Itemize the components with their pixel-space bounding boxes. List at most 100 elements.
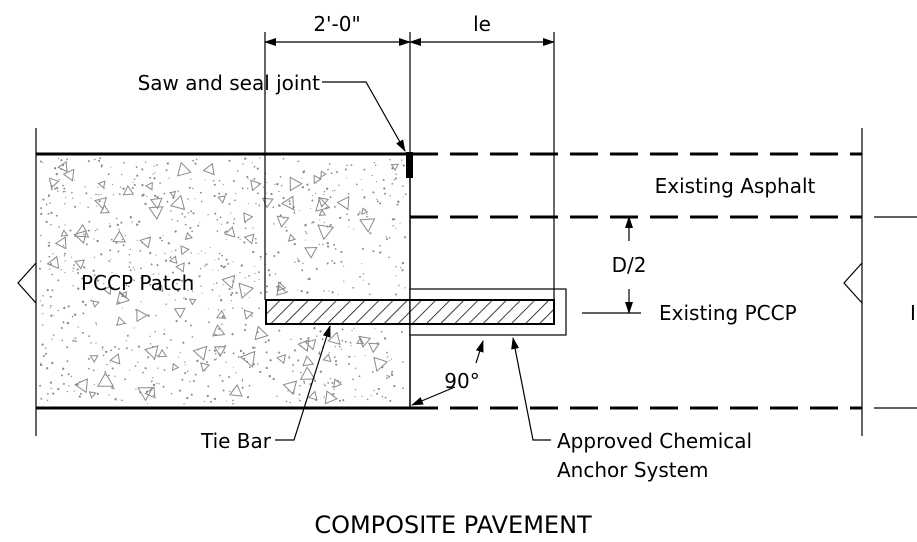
aggregate-triangle [88, 391, 97, 399]
concrete-speckle [300, 289, 303, 293]
concrete-speckle [244, 323, 247, 326]
concrete-speckle [190, 252, 192, 254]
concrete-speckle [206, 394, 209, 398]
concrete-speckle [96, 276, 99, 278]
concrete-speckle [282, 196, 285, 200]
concrete-speckle [273, 254, 276, 258]
concrete-speckle [265, 366, 268, 370]
concrete-speckle [48, 255, 51, 258]
concrete-speckle [248, 296, 251, 298]
detail-title: COMPOSITE PAVEMENT [314, 511, 592, 539]
concrete-speckle [164, 252, 166, 255]
concrete-speckle [60, 269, 62, 271]
concrete-speckle [190, 393, 193, 396]
concrete-speckle [133, 279, 135, 282]
concrete-speckle [214, 212, 217, 215]
concrete-speckle [163, 192, 166, 195]
concrete-speckle [70, 375, 73, 378]
concrete-speckle [395, 265, 397, 268]
concrete-speckle [88, 367, 90, 370]
concrete-speckle [278, 190, 280, 193]
concrete-speckle [172, 271, 175, 274]
concrete-speckle [207, 385, 210, 388]
concrete-speckle [214, 358, 216, 361]
concrete-speckle [87, 160, 90, 163]
concrete-speckle [141, 183, 144, 187]
concrete-speckle [283, 217, 285, 220]
concrete-speckle [361, 263, 363, 265]
concrete-speckle [340, 348, 342, 350]
concrete-speckle [87, 229, 90, 232]
concrete-speckle [252, 227, 254, 229]
aggregate-triangle [254, 325, 269, 341]
concrete-speckle [76, 268, 79, 271]
concrete-speckle [63, 306, 66, 310]
concrete-speckle [167, 242, 170, 245]
concrete-speckle [268, 274, 271, 277]
concrete-speckle [269, 273, 271, 275]
concrete-speckle [205, 263, 208, 266]
concrete-speckle [110, 258, 112, 261]
concrete-speckle [64, 260, 66, 262]
aggregate-triangle [304, 338, 317, 351]
concrete-speckle [244, 277, 246, 279]
concrete-speckle [179, 351, 181, 354]
concrete-speckle [121, 307, 123, 309]
concrete-speckle [276, 395, 278, 398]
concrete-speckle [278, 351, 281, 354]
concrete-speckle [101, 346, 104, 349]
concrete-speckle [137, 345, 140, 348]
concrete-speckle [255, 203, 257, 205]
concrete-speckle [292, 364, 295, 366]
concrete-speckle [331, 381, 334, 384]
concrete-speckle [235, 192, 237, 195]
concrete-speckle [395, 173, 397, 176]
concrete-speckle [222, 183, 225, 186]
concrete-speckle [382, 179, 385, 181]
concrete-speckle [215, 282, 218, 284]
concrete-speckle [131, 221, 133, 223]
concrete-speckle [231, 292, 234, 294]
concrete-speckle [354, 355, 356, 357]
concrete-speckle [224, 344, 227, 347]
concrete-speckle [73, 179, 75, 181]
concrete-speckle [369, 293, 371, 296]
aggregate-triangle [175, 262, 185, 273]
concrete-speckle [126, 334, 129, 337]
concrete-speckle [194, 373, 197, 376]
concrete-speckle [288, 355, 290, 358]
concrete-speckle [395, 293, 397, 296]
concrete-speckle [333, 205, 336, 208]
aggregate-triangle [144, 386, 156, 399]
concrete-speckle [177, 190, 179, 192]
concrete-speckle [254, 280, 256, 282]
concrete-speckle [157, 367, 159, 369]
concrete-speckle [310, 207, 312, 210]
angle-label: 90° [444, 369, 479, 393]
concrete-speckle [65, 197, 67, 199]
concrete-speckle [400, 331, 403, 333]
concrete-speckle [152, 273, 154, 275]
concrete-speckle [218, 258, 220, 260]
concrete-speckle [73, 264, 76, 267]
concrete-speckle [128, 254, 131, 256]
concrete-speckle [359, 275, 361, 278]
concrete-speckle [340, 380, 342, 383]
concrete-speckle [55, 172, 58, 176]
concrete-speckle [71, 192, 73, 194]
concrete-speckle [297, 359, 300, 362]
concrete-speckle [129, 248, 131, 251]
concrete-speckle [96, 228, 98, 231]
aggregate-triangle [168, 255, 178, 265]
concrete-speckle [147, 403, 149, 405]
concrete-speckle [97, 194, 100, 196]
concrete-speckle [149, 283, 152, 286]
concrete-speckle [213, 349, 216, 352]
concrete-speckle [218, 348, 220, 350]
concrete-speckle [358, 375, 361, 378]
edge-fragment-label: I [910, 301, 916, 325]
concrete-speckle [285, 229, 288, 232]
anchor-label-line2: Anchor System [557, 458, 708, 482]
concrete-speckle [57, 309, 59, 312]
